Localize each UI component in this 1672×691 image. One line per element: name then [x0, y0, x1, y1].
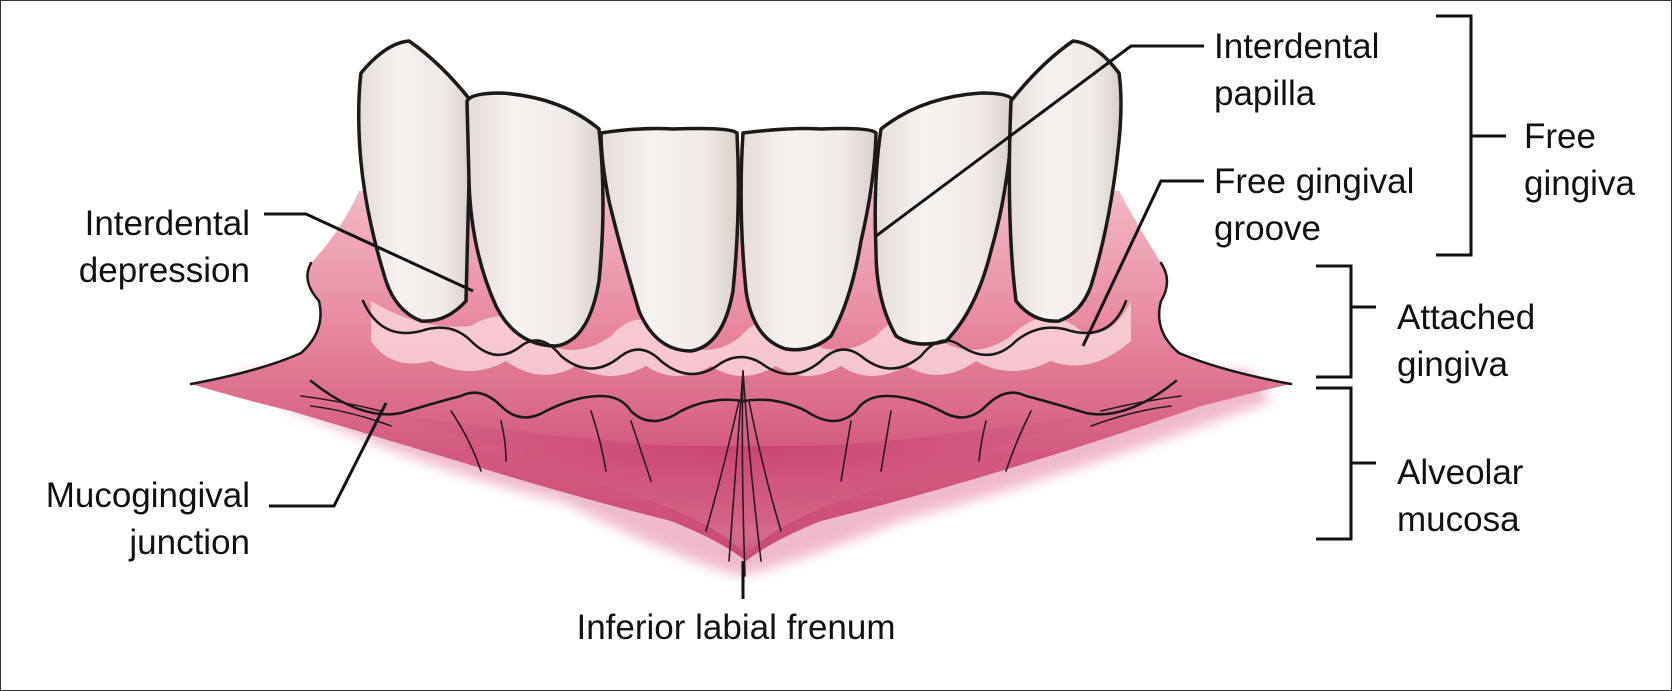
label-alveolar-mucosa-line2: mucosa — [1397, 500, 1520, 539]
bracket-alveolar-mucosa — [1316, 386, 1353, 541]
label-interdental-depression-line1: Interdental — [85, 204, 250, 243]
label-free-gingival-groove-line2: groove — [1214, 209, 1321, 248]
bracket-attached-gingiva — [1316, 264, 1353, 379]
label-attached-gingiva-line1: Attached — [1397, 298, 1535, 337]
label-inferior-labial-frenum: Inferior labial frenum — [576, 608, 895, 647]
mucosa-hatching — [300, 395, 1182, 482]
lip-right-line — [1177, 351, 1293, 386]
label-free-gingiva-line2: gingiva — [1524, 164, 1635, 203]
free-gingival-groove-line — [361, 299, 1128, 376]
label-interdental-depression-line2: depression — [79, 251, 250, 290]
gum-left-edge — [299, 261, 322, 355]
label-interdental-papilla-line2: papilla — [1214, 74, 1316, 113]
tooth-left-central — [599, 126, 741, 353]
tooth-left-lateral — [465, 91, 605, 348]
label-interdental-papilla-line1: Interdental — [1214, 27, 1379, 66]
tooth-right-central — [739, 126, 878, 352]
tooth-right-lateral — [873, 91, 1015, 346]
label-alveolar-mucosa-line1: Alveolar — [1397, 453, 1524, 492]
leader-free-gingival-groove — [1081, 179, 1204, 347]
label-mucogingival-junction-line1: Mucogingival — [46, 476, 250, 515]
leader-interdental-papilla — [875, 44, 1204, 238]
label-mucogingival-junction-line2: junction — [128, 523, 250, 562]
label-free-gingiva-line1: Free — [1524, 117, 1596, 156]
leader-mucogingival-junction — [269, 402, 388, 508]
mucosa-dark-zone — [301, 396, 1181, 556]
inferior-labial-frenum — [705, 370, 782, 577]
gum-right-edge — [1157, 261, 1181, 355]
lip-left-line — [189, 351, 303, 386]
label-attached-gingiva-line2: gingiva — [1397, 345, 1508, 384]
bracket-free-gingiva — [1436, 14, 1473, 257]
label-free-gingival-groove-line1: Free gingival — [1214, 162, 1414, 201]
leader-interdental-depression — [264, 212, 474, 293]
tooth-right-canine — [1007, 39, 1123, 323]
